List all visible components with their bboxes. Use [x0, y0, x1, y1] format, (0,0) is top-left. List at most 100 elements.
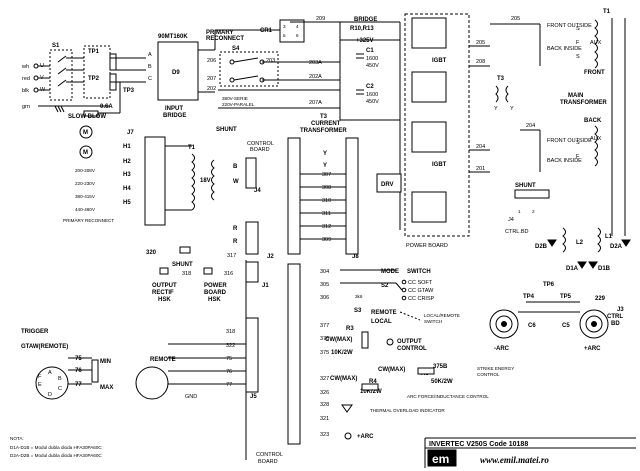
power-board-label: POWER BOARD [406, 243, 448, 249]
pin-a: A [48, 370, 52, 376]
r3-cw-max: CW(MAX) [325, 337, 352, 343]
parallel-note: 220V-PARALEL [222, 102, 255, 107]
rectif-3: HSK [158, 297, 171, 303]
pos-arc: +ARC [584, 346, 601, 352]
t3-pin-1: Y [494, 106, 498, 112]
main-transformer: T1 205 FRONT OUTSIDE BACK INSIDE AUX FRO… [490, 9, 626, 236]
v-440-460: 440-460V [75, 207, 96, 212]
ctl-j2: J2 [267, 254, 274, 260]
aux-t1: T1 [188, 145, 196, 151]
note-line-1: D1A-D1B = Modul dubla dioda HFA30PA60C [10, 445, 102, 450]
net-327: 327 [320, 376, 329, 382]
pwrhsk-1: POWER [204, 283, 227, 289]
net-229: 229 [595, 296, 606, 302]
net-311: 311 [322, 211, 331, 217]
j5-label: J5 [250, 394, 257, 400]
c2-voltage: 450V [366, 99, 379, 105]
lr-switch-2: SWITCH [424, 319, 442, 324]
net-307: 307 [322, 172, 331, 178]
net-376: 376 [320, 336, 329, 342]
net-203: 203 [266, 58, 275, 64]
remote-connector [135, 366, 169, 400]
output-j3: J3 [617, 307, 624, 313]
title-control-1: CONTROL [256, 452, 283, 458]
ct-y2: Y [323, 163, 327, 169]
trigger-connector [35, 366, 69, 400]
bus-voltage: +325V [356, 38, 374, 44]
mode-s2: S2 [381, 283, 389, 289]
ctl-shunt: SHUNT [216, 127, 237, 133]
tap-f3: F [576, 154, 580, 160]
out-ctl-1: OUTPUT [397, 339, 422, 345]
net-304: 304 [320, 269, 329, 275]
h2: H2 [123, 159, 131, 165]
l2: L2 [576, 240, 584, 246]
tap-s1: S [576, 26, 580, 32]
mode-local: LOCAL [371, 319, 392, 325]
bridge-link: BRIDGE [354, 17, 377, 23]
mode-cc-crisp: CC CRISP [408, 296, 435, 302]
back-inside-top: BACK INSIDE [547, 46, 582, 52]
title-url: www.emil.matei.ro [480, 455, 549, 465]
mode-cc-gtaw: CC GTAW [408, 288, 434, 294]
net-317: 317 [227, 253, 236, 259]
output-j4: J4 [508, 217, 514, 223]
net-305: 305 [320, 282, 329, 288]
igbt-1: IGBT [432, 58, 447, 64]
main-title-1: MAIN [568, 93, 583, 99]
switch-s1: S1 [52, 43, 60, 49]
aux-transformer: M M J7 H1 H2 H3 H4 H5 200-208V 220-230V … [63, 125, 215, 226]
pin-e: E [38, 382, 42, 388]
pin-d: D [48, 392, 52, 398]
net-318a: 318 [182, 271, 191, 277]
trigger-remote: TRIGGER GTAW(REMOTE) 75 76 77 MIN MAX A … [21, 317, 259, 400]
net-377: 377 [320, 323, 329, 329]
ct-title-1: CURRENT [311, 121, 341, 127]
t1-ref: T1 [603, 9, 611, 15]
c1-value: 1600 [366, 56, 378, 62]
ctl-r2: R [233, 239, 238, 245]
net-312: 312 [322, 224, 331, 230]
switch-s4: S4 [232, 46, 240, 52]
potentiometers: R3 CW(MAX) 10K/2W OUTPUT CONTROL CW(MAX)… [287, 263, 514, 445]
mid-shunt: SHUNT [172, 262, 193, 268]
ctl-j8: J8 [352, 254, 359, 260]
strike-1: STRIKE ENERGY [477, 366, 514, 371]
front-outside-bot: FRONT OUTSIDE [547, 138, 592, 144]
net-207a: 207A [309, 100, 322, 106]
j5-net-77: 77 [226, 382, 232, 388]
driver: DRV [381, 182, 394, 188]
cr-pin-4: 4 [296, 24, 299, 29]
aux-bot: AUX [590, 136, 602, 142]
h3: H3 [123, 172, 131, 178]
r3-value: 10K/2W [331, 350, 353, 356]
t3-ref: T3 [497, 76, 505, 82]
c2-value: 1600 [366, 92, 378, 98]
trig-max: MAX [100, 385, 113, 391]
fuse-rating: 0.6A [100, 104, 113, 110]
front-label: FRONT [584, 70, 605, 76]
tp3: TP3 [123, 88, 135, 94]
trig-net-75: 75 [75, 356, 82, 362]
control-top: SHUNT CONTROL BOARD B W J4 R R J2 T3 CUR… [216, 114, 359, 260]
tp2: TP2 [88, 76, 100, 82]
ctl-j4: J4 [254, 188, 261, 194]
lr-switch-1: LOCAL/REMOTE [424, 313, 460, 318]
net-204a: 204 [476, 144, 485, 150]
mode-remote: REMOTE [371, 310, 397, 316]
aux-j7: J7 [127, 130, 134, 136]
c2-ref: C2 [366, 84, 374, 90]
neg-arc: -ARC [494, 346, 510, 352]
ct-t3: T3 [320, 114, 328, 120]
r5-value: 50K/2W [431, 379, 453, 385]
aux-reconnect-note: PRIMARY RECONNECT [63, 218, 114, 223]
ctl-board-2: BOARD [250, 147, 270, 153]
net-326: 326 [320, 390, 329, 396]
j5-net-318: 318 [226, 329, 235, 335]
control-mid: 320 SHUNT 318 316 317 OUTPUT RECTIF HSK … [146, 246, 269, 460]
motor-1: M [83, 130, 88, 136]
c5: C5 [562, 323, 570, 329]
front-outside-top: FRONT OUTSIDE [547, 23, 592, 29]
remote-label: REMOTE [150, 357, 176, 363]
